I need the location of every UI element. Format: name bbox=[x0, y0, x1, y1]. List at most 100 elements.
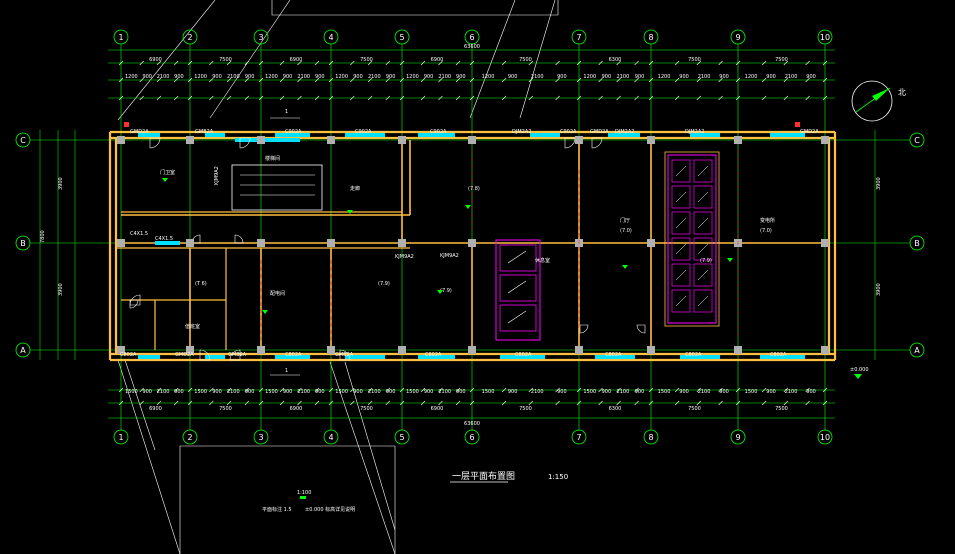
dim-tick bbox=[244, 60, 250, 66]
dim-text-bottom: 7500 bbox=[519, 406, 532, 412]
dim-tick bbox=[420, 400, 426, 406]
north-arrow: 北 bbox=[851, 80, 906, 122]
axis-label: 5 bbox=[399, 433, 404, 442]
level-marker bbox=[622, 265, 628, 269]
dim-tick bbox=[258, 400, 264, 406]
dim-tick bbox=[314, 77, 320, 83]
door-swing bbox=[564, 137, 576, 149]
dim-subtext-top: 1200 bbox=[406, 74, 419, 80]
door-swing bbox=[239, 137, 251, 149]
axis-label: A bbox=[914, 346, 920, 355]
dim-subtext-top: 900 bbox=[283, 74, 293, 80]
dim-tick bbox=[805, 60, 810, 66]
dim-tick bbox=[696, 400, 702, 406]
axis-label: 9 bbox=[735, 33, 740, 42]
dim-tick bbox=[555, 95, 560, 101]
dim-tick bbox=[173, 60, 179, 66]
column bbox=[327, 346, 335, 354]
dim-tick bbox=[674, 60, 680, 66]
dim-subtext-bottom: 2100 bbox=[368, 389, 381, 395]
dim-tick bbox=[674, 387, 680, 393]
dim-tick bbox=[350, 95, 355, 101]
dim-tick bbox=[297, 95, 302, 101]
dim-subtext-top: 900 bbox=[386, 74, 396, 80]
dim-tick bbox=[718, 400, 723, 406]
window bbox=[275, 355, 310, 359]
dim-tick bbox=[634, 95, 639, 101]
dim-tick bbox=[696, 387, 702, 393]
dim-subtext-bottom: 900 bbox=[635, 389, 645, 395]
red-marker bbox=[795, 122, 800, 127]
dim-tick bbox=[469, 400, 475, 406]
dim-tick bbox=[616, 387, 621, 393]
dim-tick bbox=[696, 95, 702, 101]
dim-subtext-top: 2100 bbox=[157, 74, 170, 80]
window bbox=[680, 355, 720, 359]
door-swing bbox=[636, 324, 646, 334]
equipment-panel bbox=[671, 211, 691, 235]
dim-tick bbox=[438, 77, 443, 83]
dim-tick bbox=[469, 387, 475, 393]
room-label: (7.0) bbox=[760, 228, 772, 234]
dim-subtext-bottom: 2100 bbox=[698, 389, 711, 395]
dim-tick bbox=[576, 95, 582, 101]
equipment-panel bbox=[671, 263, 691, 287]
axis-bubble bbox=[730, 29, 746, 45]
column bbox=[186, 136, 194, 144]
axis-label: 8 bbox=[648, 33, 653, 42]
dim-text-bottom: 7500 bbox=[688, 406, 701, 412]
dim-tick bbox=[139, 400, 144, 406]
dim-subtext-top: 2100 bbox=[617, 74, 630, 80]
axis-label: 1 bbox=[118, 433, 123, 442]
column bbox=[468, 136, 476, 144]
axis-label: B bbox=[20, 239, 26, 248]
dim-subtext-bottom: 900 bbox=[283, 389, 293, 395]
window-label-bottom: C802A bbox=[770, 352, 787, 358]
dim-tick bbox=[735, 400, 741, 406]
dim-tick bbox=[783, 60, 789, 66]
level-marker bbox=[465, 205, 471, 209]
window bbox=[418, 355, 455, 359]
misc-label: KJM9A2 bbox=[214, 166, 220, 185]
dim-tick bbox=[805, 77, 810, 83]
dim-tick bbox=[399, 60, 405, 66]
dim-tick bbox=[576, 387, 582, 393]
column bbox=[468, 346, 476, 354]
dim-tick bbox=[598, 387, 603, 393]
window bbox=[138, 133, 160, 137]
dim-tick bbox=[420, 387, 426, 393]
dim-text-top: 6300 bbox=[609, 57, 622, 63]
dim-subtext-top: 900 bbox=[557, 74, 567, 80]
dim-subtext-bottom: 1500 bbox=[406, 389, 419, 395]
dim-subtext-bottom: 900 bbox=[315, 389, 325, 395]
room-label: 门卫室 bbox=[160, 169, 175, 176]
dim-text-bottom: 7500 bbox=[360, 406, 373, 412]
window bbox=[500, 355, 545, 359]
column bbox=[821, 239, 829, 247]
dim-tick bbox=[634, 400, 639, 406]
equipment-panel bbox=[693, 237, 713, 261]
column bbox=[117, 136, 125, 144]
window bbox=[275, 133, 310, 137]
dim-subtext-bottom: 1500 bbox=[482, 389, 495, 395]
dim-tick bbox=[385, 387, 391, 393]
dim-tick bbox=[118, 77, 124, 83]
dim-tick bbox=[209, 95, 214, 101]
dim-tick bbox=[501, 400, 507, 406]
dim-tick bbox=[822, 60, 828, 66]
column bbox=[821, 346, 829, 354]
windows bbox=[129, 133, 805, 361]
window bbox=[770, 133, 805, 137]
dim-text-bottom: 6900 bbox=[431, 406, 444, 412]
dim-tick bbox=[735, 387, 741, 393]
dim-tick bbox=[139, 77, 144, 83]
column bbox=[257, 239, 265, 247]
dim-tick bbox=[399, 77, 405, 83]
dim-tick bbox=[350, 400, 355, 406]
dim-tick bbox=[385, 77, 391, 83]
cabinet-mark bbox=[507, 310, 527, 324]
window bbox=[760, 355, 805, 359]
column bbox=[327, 136, 335, 144]
dim-tick bbox=[455, 400, 461, 406]
panel-mark bbox=[675, 295, 687, 307]
